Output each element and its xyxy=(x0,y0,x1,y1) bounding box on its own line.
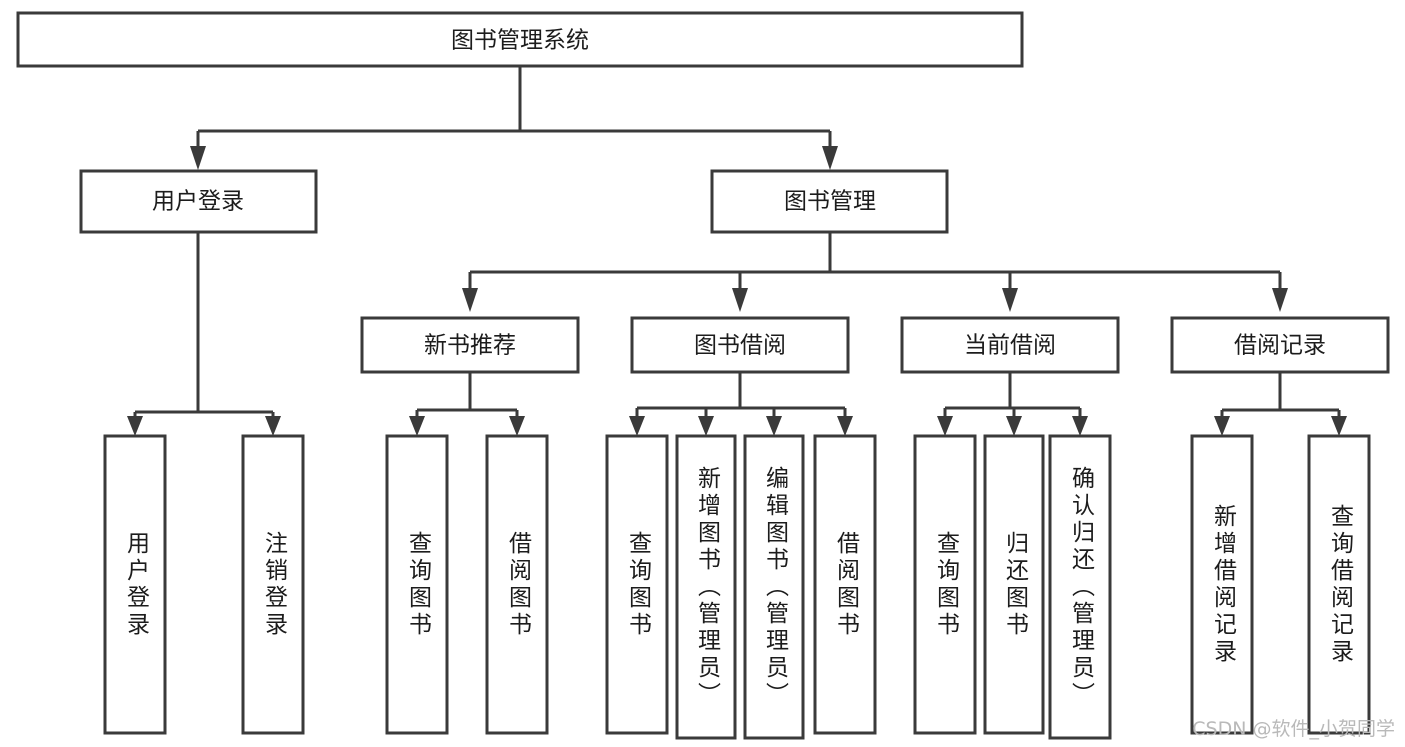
node-root-box[interactable] xyxy=(16,11,1024,68)
leaf-current-borrow-0-box[interactable] xyxy=(913,434,977,735)
node-user-login[interactable]: 用户登录 xyxy=(79,169,318,234)
arrow-leaf-borrow-record-0 xyxy=(1214,416,1230,436)
leaf-book-borrow-1[interactable]: 新增图书（管理员） xyxy=(675,434,737,740)
node-book-manage[interactable]: 图书管理 xyxy=(710,169,949,234)
node-root[interactable]: 图书管理系统 xyxy=(16,11,1024,68)
leaf-current-borrow-1[interactable]: 归还图书 xyxy=(983,434,1045,735)
arrow-leaf-user-login-1 xyxy=(265,416,281,436)
leaf-borrow-record-0[interactable]: 新增借阅记录 xyxy=(1190,434,1254,735)
leaf-book-borrow-1-box[interactable] xyxy=(675,434,737,740)
node-new-book-recommend[interactable]: 新书推荐 xyxy=(360,316,580,374)
arrow-leaf-current-borrow-2 xyxy=(1072,416,1088,436)
leaf-book-borrow-2[interactable]: 编辑图书（管理员） xyxy=(743,434,805,740)
leaf-new-book-1-box[interactable] xyxy=(485,434,549,735)
leaf-book-borrow-0-box[interactable] xyxy=(605,434,669,735)
leaf-new-book-1-label: 借阅图书 xyxy=(504,530,531,639)
arrow-leaf-borrow-record-1 xyxy=(1331,416,1347,436)
node-book-borrow-box[interactable] xyxy=(630,316,850,374)
node-new-book-recommend-box[interactable] xyxy=(360,316,580,374)
leaf-current-borrow-0[interactable]: 查询图书 xyxy=(913,434,977,735)
leaf-current-borrow-0-label: 查询图书 xyxy=(932,530,959,639)
arrow-leaf-book-borrow-0 xyxy=(629,416,645,436)
leaf-borrow-record-0-label: 新增借阅记录 xyxy=(1209,503,1236,666)
leaf-user-login-1-label: 注销登录 xyxy=(260,530,287,639)
node-user-login-box[interactable] xyxy=(79,169,318,234)
leaf-current-borrow-2-box[interactable] xyxy=(1048,434,1112,740)
node-current-borrow-box[interactable] xyxy=(900,316,1120,374)
arrow-leaf-new-book-1 xyxy=(509,416,525,436)
leaf-book-borrow-1-label: 新增图书（管理员） xyxy=(693,465,720,709)
node-borrow-record[interactable]: 借阅记录 xyxy=(1170,316,1390,374)
arrow-leaf-book-borrow-1 xyxy=(698,416,714,436)
node-book-manage-box[interactable] xyxy=(710,169,949,234)
arrow-to-book-manage xyxy=(822,146,838,170)
arrow-leaf-book-borrow-2 xyxy=(766,416,782,436)
leaf-user-login-0[interactable]: 用户登录 xyxy=(103,434,167,735)
arrow-to-borrow-record xyxy=(1272,288,1288,312)
arrow-leaf-new-book-0 xyxy=(409,416,425,436)
arrow-leaf-current-borrow-1 xyxy=(1006,416,1022,436)
node-book-borrow[interactable]: 图书借阅 xyxy=(630,316,850,374)
leaf-borrow-record-0-box[interactable] xyxy=(1190,434,1254,735)
leaf-current-borrow-2-label: 确认归还（管理员） xyxy=(1067,465,1094,709)
node-book-borrow-label: 图书借阅 xyxy=(694,333,786,359)
node-new-book-recommend-label: 新书推荐 xyxy=(424,333,516,359)
leaf-borrow-record-1[interactable]: 查询借阅记录 xyxy=(1307,434,1371,735)
leaf-borrow-record-1-label: 查询借阅记录 xyxy=(1326,503,1353,666)
arrow-to-book-borrow xyxy=(732,288,748,312)
leaf-new-book-0[interactable]: 查询图书 xyxy=(385,434,449,735)
arrow-leaf-user-login-0 xyxy=(127,416,143,436)
leaf-user-login-0-box[interactable] xyxy=(103,434,167,735)
connector-layer xyxy=(127,66,1347,436)
arrow-to-user-login xyxy=(190,146,206,170)
arrow-to-current-borrow xyxy=(1002,288,1018,312)
leaf-book-borrow-0[interactable]: 查询图书 xyxy=(605,434,669,735)
leaf-current-borrow-2[interactable]: 确认归还（管理员） xyxy=(1048,434,1112,740)
leaf-new-book-1[interactable]: 借阅图书 xyxy=(485,434,549,735)
leaf-book-borrow-3-box[interactable] xyxy=(813,434,877,735)
leaf-user-login-1-box[interactable] xyxy=(241,434,305,735)
leaf-book-borrow-3[interactable]: 借阅图书 xyxy=(813,434,877,735)
arrow-leaf-current-borrow-0 xyxy=(937,416,953,436)
leaf-user-login-1[interactable]: 注销登录 xyxy=(241,434,305,735)
arrow-to-new-book xyxy=(462,288,478,312)
leaf-borrow-record-1-box[interactable] xyxy=(1307,434,1371,735)
leaf-book-borrow-2-label: 编辑图书（管理员） xyxy=(761,465,788,709)
node-current-borrow[interactable]: 当前借阅 xyxy=(900,316,1120,374)
leaf-book-borrow-3-label: 借阅图书 xyxy=(832,530,859,639)
leaf-book-borrow-2-box[interactable] xyxy=(743,434,805,740)
arrow-leaf-book-borrow-3 xyxy=(837,416,853,436)
node-user-login-label: 用户登录 xyxy=(152,189,244,215)
leaf-current-borrow-1-box[interactable] xyxy=(983,434,1045,735)
leaf-new-book-0-box[interactable] xyxy=(385,434,449,735)
node-current-borrow-label: 当前借阅 xyxy=(964,333,1056,359)
node-borrow-record-box[interactable] xyxy=(1170,316,1390,374)
node-book-manage-label: 图书管理 xyxy=(784,189,876,215)
leaf-current-borrow-1-label: 归还图书 xyxy=(1001,530,1028,639)
leaf-user-login-0-label: 用户登录 xyxy=(122,530,149,639)
node-borrow-record-label: 借阅记录 xyxy=(1234,333,1326,359)
node-root-label: 图书管理系统 xyxy=(451,28,589,54)
leaf-new-book-0-label: 查询图书 xyxy=(404,530,431,639)
leaf-book-borrow-0-label: 查询图书 xyxy=(624,530,651,639)
